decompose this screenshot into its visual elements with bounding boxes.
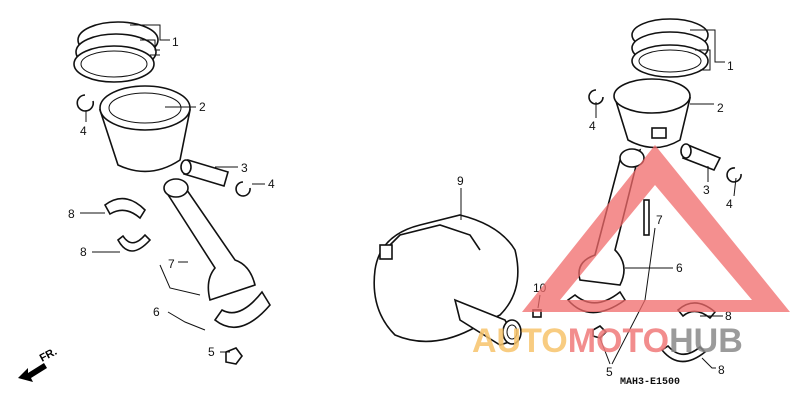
left-piston — [98, 85, 191, 173]
callout-5: 5 — [208, 345, 215, 359]
callout-4: 4 — [80, 124, 87, 138]
front-arrow-icon — [18, 363, 47, 382]
callout-2: 2 — [717, 101, 724, 115]
callout-4: 4 — [268, 177, 275, 191]
callout-3: 3 — [241, 161, 248, 175]
right-piston-rings — [631, 18, 709, 78]
left-callouts: 1 2 3 4 4 8 8 7 6 5 — [68, 35, 275, 359]
left-bearing-a — [103, 197, 147, 220]
callout-6: 6 — [153, 305, 160, 319]
right-clip-a — [588, 89, 604, 105]
left-clip-a — [76, 94, 95, 112]
callout-7: 7 — [656, 213, 663, 227]
left-piston-pin — [180, 159, 229, 187]
callout-4: 4 — [726, 197, 733, 211]
left-leader-lines — [80, 24, 265, 353]
callout-3: 3 — [703, 183, 710, 197]
watermark-triangle — [522, 145, 790, 312]
left-nut — [225, 347, 243, 365]
left-piston-rings — [73, 21, 159, 83]
callout-8: 8 — [725, 309, 732, 323]
right-bearing-b — [660, 344, 707, 363]
left-clip-b — [235, 181, 251, 197]
front-arrow: FR. — [18, 346, 59, 382]
callout-2: 2 — [199, 100, 206, 114]
right-piston — [613, 78, 692, 149]
right-bolt — [643, 199, 650, 236]
callout-1: 1 — [172, 35, 179, 49]
left-connecting-rod — [163, 178, 271, 329]
callout-8: 8 — [718, 363, 725, 377]
left-bearing-b — [116, 233, 152, 252]
callout-8: 8 — [68, 207, 75, 221]
right-nut — [592, 325, 608, 339]
front-label: FR. — [38, 346, 59, 365]
callout-5: 5 — [606, 365, 613, 379]
watermark: AUTOMOTOHUB — [472, 145, 790, 360]
watermark-text: AUTOMOTOHUB — [472, 322, 743, 360]
callout-7: 7 — [168, 257, 175, 271]
crankshaft — [373, 214, 522, 346]
callout-8: 8 — [80, 245, 87, 259]
part-code: MAH3-E1500 — [620, 377, 680, 388]
right-clip-b — [726, 167, 742, 183]
callout-6: 6 — [676, 261, 683, 275]
right-piston-pin — [680, 143, 722, 172]
callout-1: 1 — [727, 59, 734, 73]
callout-4: 4 — [589, 119, 596, 133]
callout-9: 9 — [457, 174, 464, 188]
